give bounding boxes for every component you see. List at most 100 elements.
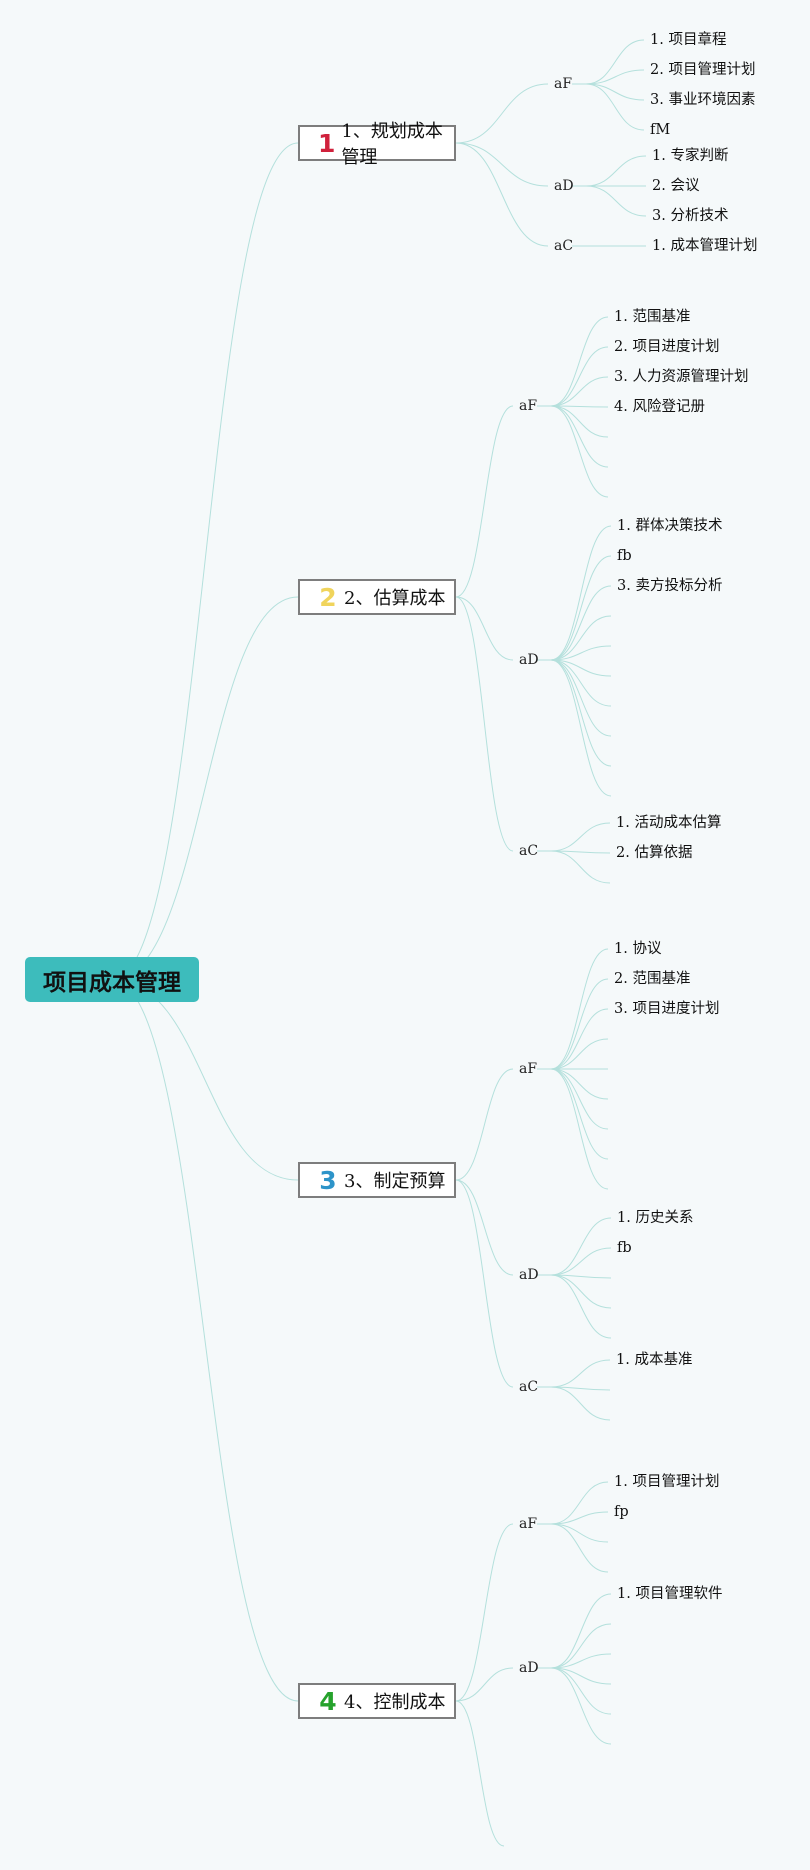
group-to-leaf-link <box>550 405 609 408</box>
group-label-af[interactable]: aF <box>554 76 573 92</box>
leaf-item[interactable]: 1. 项目章程 <box>650 32 727 48</box>
process-topic-4[interactable]: 4 4、控制成本 <box>298 1683 456 1719</box>
group-label-ac[interactable]: aC <box>519 843 539 859</box>
group-to-leaf-link <box>550 376 609 407</box>
group-to-leaf-link <box>550 1274 612 1309</box>
group-to-leaf-link <box>550 850 611 854</box>
leaf-item[interactable]: 1. 活动成本估算 <box>616 815 722 831</box>
group-to-leaf-link <box>550 585 612 661</box>
leaf-item[interactable]: fM <box>650 122 671 138</box>
leaf-item[interactable]: 2. 项目管理计划 <box>650 62 756 78</box>
leaf-item[interactable]: 1. 项目管理软件 <box>617 1586 723 1602</box>
leaf-item[interactable]: 2. 项目进度计划 <box>614 339 720 355</box>
group-to-leaf-link <box>550 1593 612 1669</box>
number-badge-icon: 4 <box>319 1686 337 1716</box>
leaf-item[interactable]: 2. 估算依据 <box>616 845 693 861</box>
group-to-leaf-link <box>550 1653 612 1669</box>
leaf-item[interactable]: 3. 人力资源管理计划 <box>614 369 749 385</box>
group-to-leaf-link <box>550 1623 612 1669</box>
group-to-leaf-link <box>550 1386 611 1421</box>
group-to-leaf-link <box>550 850 611 884</box>
number-badge-icon: 2 <box>319 582 337 612</box>
leaf-item[interactable]: 4. 风险登记册 <box>614 399 705 415</box>
leaf-item[interactable]: 1. 成本管理计划 <box>652 238 758 254</box>
group-label-af[interactable]: aF <box>519 1516 538 1532</box>
root-topic[interactable]: 项目成本管理 <box>25 957 199 1002</box>
group-to-leaf-link <box>550 822 611 852</box>
leaf-item[interactable]: fp <box>614 1504 629 1520</box>
process-topic-label: 1、规划成本管理 <box>341 121 443 168</box>
group-to-leaf-link <box>550 1511 609 1525</box>
leaf-item[interactable]: 3. 事业环境因素 <box>650 92 756 108</box>
group-to-leaf-link <box>550 1068 609 1190</box>
process-to-group-link <box>455 1523 514 1702</box>
group-to-leaf-link <box>585 185 647 217</box>
group-to-leaf-link <box>550 659 612 707</box>
process-to-group-link <box>455 142 549 187</box>
process-to-group-link <box>455 405 514 598</box>
group-to-leaf-link <box>585 155 647 187</box>
process-to-group-link <box>455 1179 514 1276</box>
process-to-group-link <box>455 596 514 852</box>
number-badge-icon: 1 <box>318 128 336 158</box>
group-to-leaf-link <box>550 1247 612 1276</box>
group-to-leaf-link <box>550 1523 609 1543</box>
group-label-af[interactable]: aF <box>519 398 538 414</box>
leaf-item[interactable]: 3. 项目进度计划 <box>614 1001 720 1017</box>
leaf-item[interactable]: 1. 协议 <box>614 941 662 957</box>
process-to-group-link <box>455 1179 514 1388</box>
group-to-leaf-link <box>550 1359 611 1388</box>
group-to-leaf-link <box>550 1274 612 1279</box>
leaf-item[interactable]: 1. 群体决策技术 <box>617 518 723 534</box>
group-to-leaf-link <box>550 978 609 1070</box>
group-to-leaf-link <box>550 405 609 498</box>
leaf-item[interactable]: 1. 范围基准 <box>614 309 691 325</box>
process-to-group-link <box>455 1068 514 1181</box>
group-label-ad[interactable]: aD <box>519 652 539 668</box>
process-to-group-link <box>455 83 549 144</box>
group-label-ac[interactable]: aC <box>519 1379 539 1395</box>
group-to-leaf-link <box>550 1667 612 1685</box>
process-topic-label: 4、控制成本 <box>344 1692 446 1713</box>
leaf-item[interactable]: fb <box>617 1240 632 1256</box>
group-to-leaf-link <box>585 69 645 85</box>
leaf-item[interactable]: 3. 分析技术 <box>652 208 729 224</box>
group-to-leaf-link <box>550 555 612 661</box>
leaf-item[interactable]: 1. 专家判断 <box>652 148 729 164</box>
number-badge-icon: 3 <box>319 1165 337 1195</box>
group-to-leaf-link <box>550 615 612 661</box>
group-to-leaf-link <box>585 83 645 131</box>
group-to-leaf-link <box>550 1386 611 1391</box>
group-label-ad[interactable]: aD <box>554 178 574 194</box>
leaf-item[interactable]: 2. 范围基准 <box>614 971 691 987</box>
group-to-leaf-link <box>550 405 609 468</box>
group-to-leaf-link <box>550 645 612 661</box>
group-to-leaf-link <box>550 659 612 677</box>
group-label-ad[interactable]: aD <box>519 1267 539 1283</box>
group-label-ac[interactable]: aC <box>554 238 574 254</box>
group-to-leaf-link <box>550 346 609 407</box>
group-label-af[interactable]: aF <box>519 1061 538 1077</box>
group-to-leaf-link <box>550 1217 612 1276</box>
group-to-leaf-link <box>550 1068 609 1160</box>
group-to-leaf-link <box>550 1274 612 1339</box>
group-to-leaf-link <box>550 1068 609 1100</box>
group-to-leaf-link <box>550 1667 612 1715</box>
group-to-leaf-link <box>585 83 645 101</box>
leaf-item[interactable]: 1. 成本基准 <box>616 1352 693 1368</box>
leaf-item[interactable]: 1. 项目管理计划 <box>614 1474 720 1490</box>
group-label-ad[interactable]: aD <box>519 1660 539 1676</box>
leaf-item[interactable]: 3. 卖方投标分析 <box>617 578 723 594</box>
group-to-leaf-link <box>550 1667 612 1745</box>
process-to-group-link <box>455 1667 514 1702</box>
leaf-item[interactable]: fb <box>617 548 632 564</box>
group-to-leaf-link <box>585 39 645 85</box>
group-to-leaf-link <box>550 1481 609 1525</box>
leaf-item[interactable]: 1. 历史关系 <box>617 1210 694 1226</box>
leaf-item[interactable]: 2. 会议 <box>652 178 700 194</box>
